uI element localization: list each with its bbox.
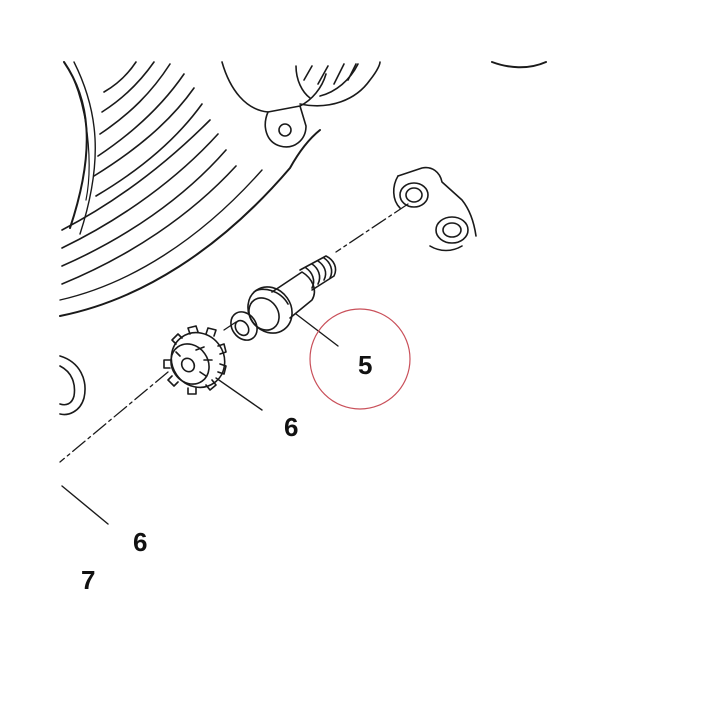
leader-6-lower	[61, 485, 109, 525]
mounting-plate	[392, 166, 477, 252]
stepped-shaft-part	[247, 255, 337, 334]
callout-7: 7	[81, 565, 96, 595]
washer-part	[230, 311, 258, 341]
leader-6-upper	[215, 377, 263, 411]
assembly-axis	[59, 203, 409, 463]
leader-5	[295, 313, 339, 347]
callout-6-lower: 6	[133, 527, 148, 557]
callout-6-upper: 6	[284, 412, 299, 442]
callout-5: 5	[358, 350, 373, 380]
highlight-circle	[309, 308, 411, 410]
leader-lines	[61, 313, 339, 525]
toothed-gear-part	[163, 325, 227, 395]
housing-shroud	[59, 61, 547, 416]
